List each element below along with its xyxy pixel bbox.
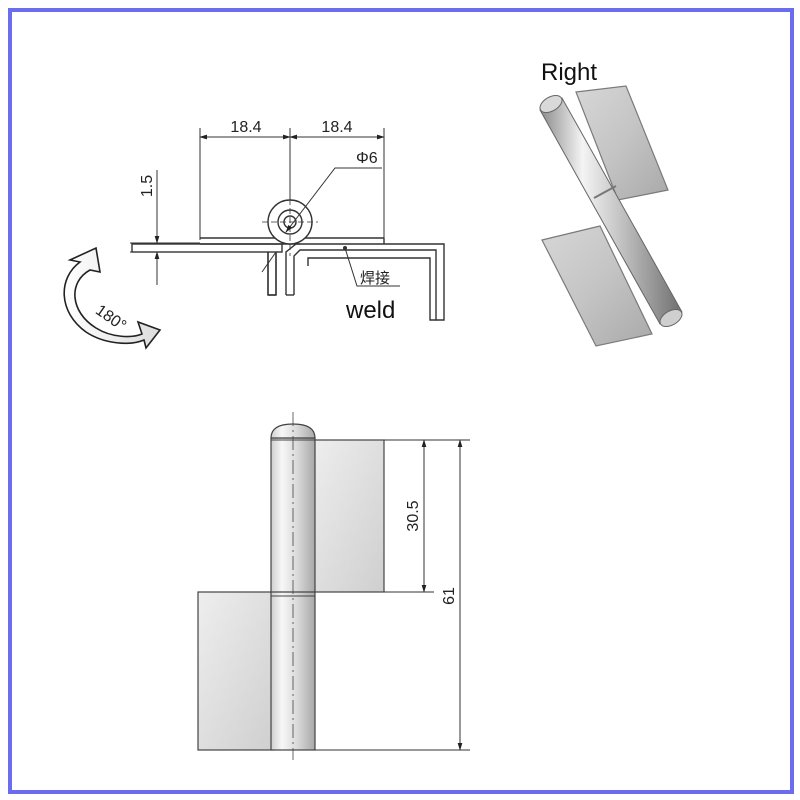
- dim-total-height: 61: [441, 587, 458, 605]
- dim-left-width: 18.4: [230, 119, 261, 136]
- weld-label-cn: 焊接: [360, 269, 390, 287]
- hinge-photo: [539, 85, 683, 347]
- dim-plate-thickness: 1.5: [139, 175, 156, 197]
- weld-label: weld: [345, 297, 395, 324]
- top-view-drawing: [130, 128, 445, 321]
- rotation-arrow-icon: [63, 246, 162, 350]
- front-view-drawing: [197, 412, 470, 760]
- drawing-frame: [8, 8, 794, 794]
- dim-half-height: 30.5: [405, 500, 422, 531]
- dim-right-width: 18.4: [321, 119, 352, 136]
- photo-label: Right: [541, 59, 597, 86]
- dim-pin-diameter: Φ6: [356, 150, 378, 167]
